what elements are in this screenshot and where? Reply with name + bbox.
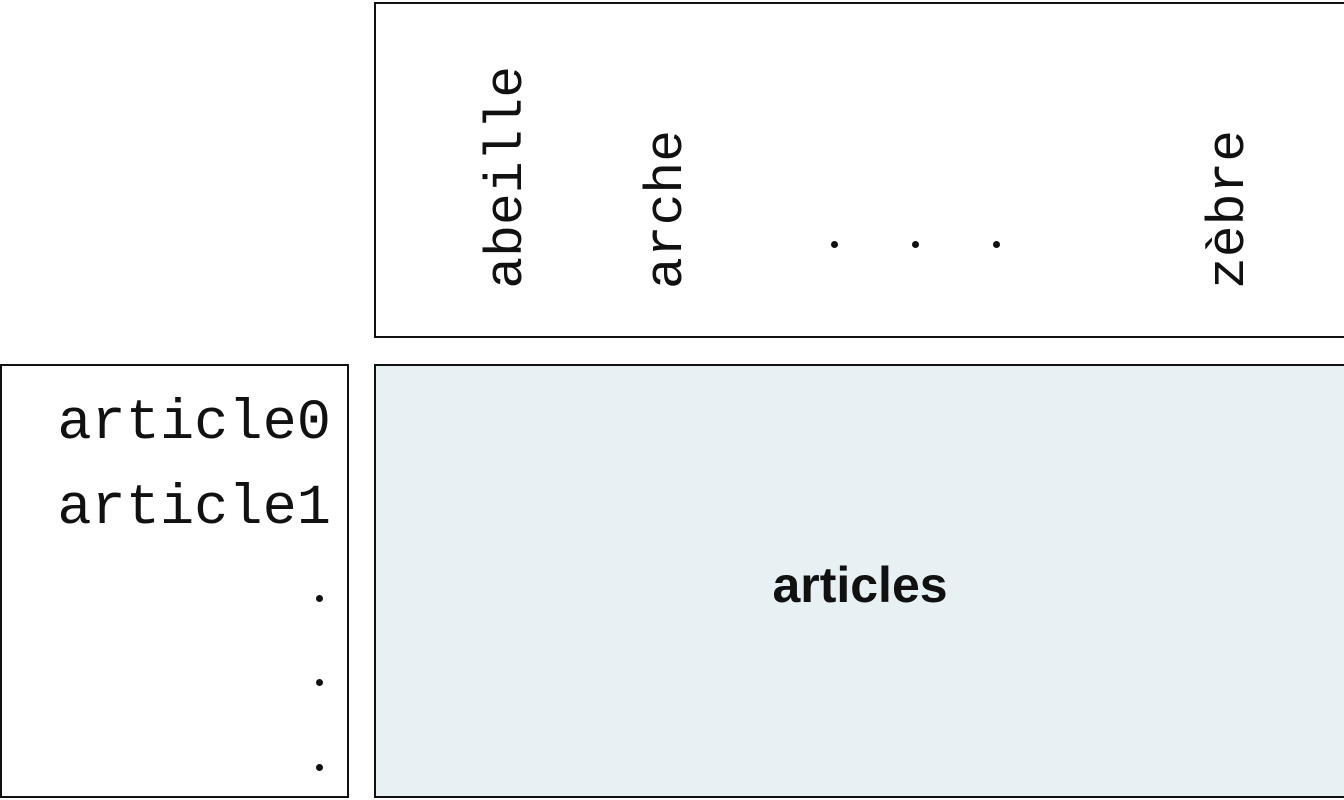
- row-header-box: article0 article1: [0, 364, 349, 798]
- matrix-label: articles: [772, 557, 948, 613]
- row-label: article0: [57, 392, 331, 456]
- column-label: arche: [637, 129, 697, 289]
- ellipsis-dot: [316, 595, 323, 602]
- ellipsis-dot: [316, 679, 323, 686]
- ellipsis-dot: [912, 241, 919, 248]
- ellipsis-dot: [831, 241, 838, 248]
- column-header-box: abeille arche zèbre: [374, 2, 1344, 338]
- row-label: article1: [57, 477, 331, 541]
- articles-matrix: articles: [374, 364, 1344, 798]
- ellipsis-dot: [993, 241, 1000, 248]
- column-label: zèbre: [1199, 129, 1259, 289]
- ellipsis-dot: [316, 764, 323, 771]
- column-label: abeille: [477, 66, 537, 289]
